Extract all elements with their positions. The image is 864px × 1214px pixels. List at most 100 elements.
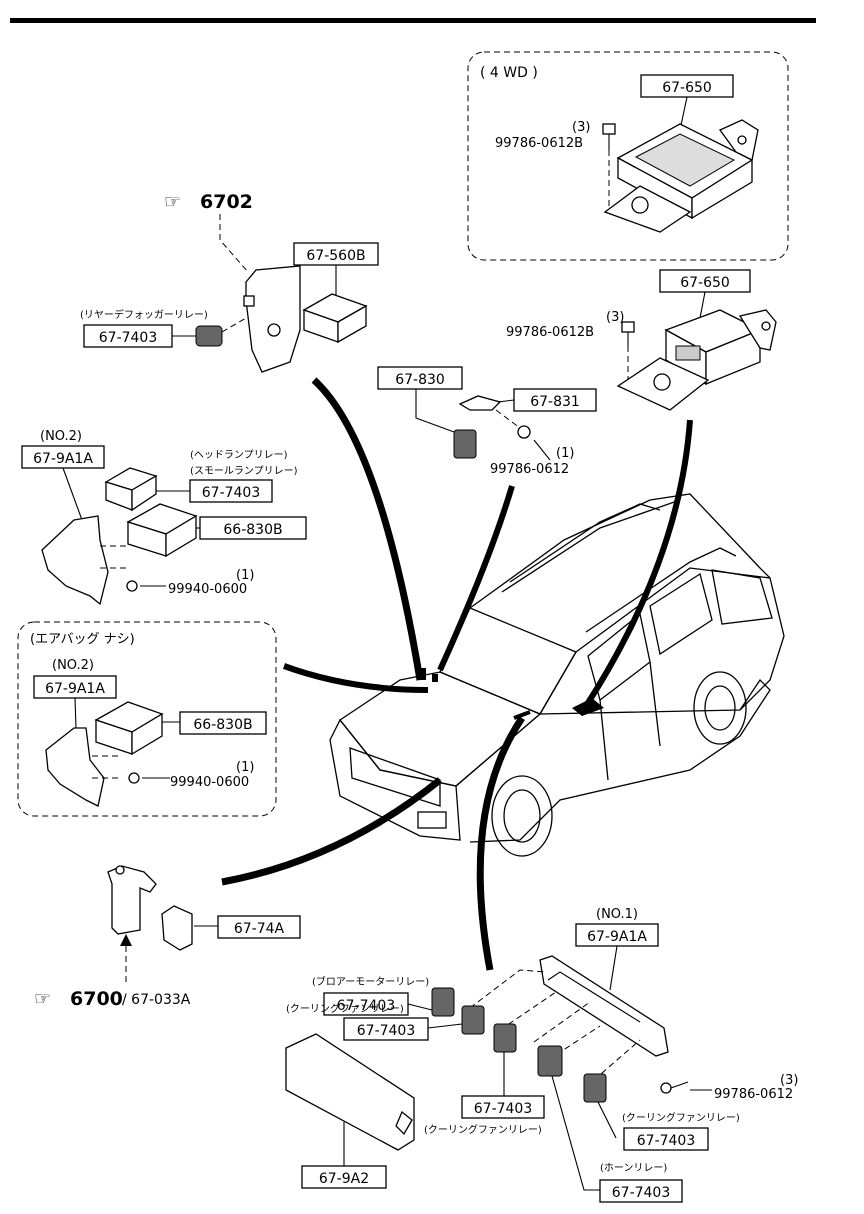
qty-label: (3): [606, 310, 624, 325]
part-66-830B-a-label[interactable]: 66-830B: [223, 522, 282, 538]
ref-6702[interactable]: 6702: [200, 191, 253, 213]
part-67-830-box[interactable]: [377, 366, 463, 390]
qty-label: (1): [236, 760, 254, 775]
group-67-9A2: 67-9A2: [285, 1033, 415, 1189]
leader: [100, 545, 128, 569]
note-headlamp-relay: (ヘッドランプリレー): [190, 449, 288, 461]
part-67-7403-cool-b-label[interactable]: 67-7403: [474, 1101, 533, 1117]
part-67-7403-defog-label[interactable]: 67-7403: [99, 330, 158, 346]
leader: [495, 409, 521, 429]
horn-bracket-icon: [107, 865, 157, 935]
group-67-650-b: 67-650 (3) 99786-0612B: [506, 269, 777, 411]
callout-line: [437, 485, 515, 672]
part-99786-0612-low-label[interactable]: 99786-0612: [714, 1087, 793, 1102]
relay-box-icon: [302, 293, 368, 344]
group-6702: ☞ 6702 67-560B (リヤーデフォッガーリレー) 67-7403: [80, 191, 379, 373]
part-67-74A-box[interactable]: [217, 915, 301, 939]
nut-icon: [126, 580, 138, 592]
qty-label: (3): [780, 1073, 798, 1088]
note-cooling-fan-relay-a: (クーリングファンリレー): [286, 1002, 404, 1015]
part-99940-0600-a-label[interactable]: 99940-0600: [168, 582, 247, 597]
group-no-airbag-frame: [17, 621, 277, 817]
leader: [221, 317, 247, 333]
group-no2-headlamp: (NO.2) 67-9A1A (ヘッドランプリレー) (スモールランプリレー) …: [21, 429, 307, 606]
part-67-9A1A-b-label[interactable]: 67-9A1A: [45, 681, 105, 697]
leader: [415, 389, 455, 433]
ref-pointer-icon: ☞: [34, 988, 51, 1010]
part-67-7403-cool-a-label[interactable]: 67-7403: [357, 1023, 416, 1039]
leader: [407, 1003, 433, 1011]
part-67-7403-cool-b-box[interactable]: [461, 1095, 545, 1119]
leader: [219, 214, 249, 273]
qty-label: (1): [236, 568, 254, 583]
part-67-74A-label[interactable]: 67-74A: [234, 921, 285, 937]
ref-6700[interactable]: 6700: [70, 988, 123, 1010]
bolt-icon: [660, 1081, 689, 1094]
part-67-9A2-label[interactable]: 67-9A2: [319, 1171, 369, 1187]
note-blower-motor-relay: (ブロアーモーターリレー): [312, 975, 429, 988]
note-cooling-fan-relay-b: (クーリングファンリレー): [424, 1123, 542, 1136]
relay-icon: [453, 429, 477, 459]
part-67-7403-cool-a-box[interactable]: [343, 1017, 429, 1041]
part-67-7403-head-label[interactable]: 67-7403: [202, 485, 261, 501]
leader: [497, 399, 515, 403]
callout-line: [583, 419, 693, 708]
part-67-9A1A-c-label[interactable]: 67-9A1A: [587, 929, 647, 945]
qty-label: (1): [556, 446, 574, 461]
group-no-airbag: (エアバッグ ナシ) (NO.2) 67-9A1A 66-830B (1) 99…: [17, 621, 277, 817]
group-6700: 67-74A ☞ 6700 / 67-033A: [34, 865, 301, 1010]
relay-icon: [583, 1073, 607, 1103]
part-67-7403-cool-c-box[interactable]: [623, 1127, 709, 1151]
part-67-830-label[interactable]: 67-830: [395, 372, 445, 388]
relay-icon: [431, 987, 455, 1017]
relay-icon: [537, 1045, 563, 1077]
part-67-7403-horn-label[interactable]: 67-7403: [612, 1185, 671, 1201]
part-67-7403-horn-box[interactable]: [599, 1179, 683, 1203]
relay-box-icon: [126, 503, 198, 558]
part-99786-0612-mid-label[interactable]: 99786-0612: [490, 462, 569, 477]
nut-icon: [128, 772, 140, 784]
part-99940-0600-b-label[interactable]: 99940-0600: [170, 775, 249, 790]
callout-lines: [221, 377, 693, 971]
bracket-icon: [45, 727, 105, 807]
callout-line: [282, 663, 429, 693]
part-67-7403-blower-label[interactable]: 67-7403: [337, 998, 396, 1014]
part-66-830B-b-box[interactable]: [179, 711, 267, 735]
leader: [699, 291, 706, 319]
part-99786-0612B-a-label[interactable]: 99786-0612B: [495, 136, 583, 151]
qty-label: (3): [572, 120, 590, 135]
part-66-830B-b-label[interactable]: 66-830B: [193, 717, 252, 733]
relay-icon: [195, 325, 223, 347]
bracket-icon: [41, 515, 109, 606]
group-67-830: 67-830 67-831 (1) 99786-0612: [377, 366, 597, 477]
relay-box-icon: [94, 701, 164, 756]
no2-label: (NO.2): [52, 658, 94, 673]
bolt-icon: [621, 321, 635, 346]
relay-icon: [104, 467, 158, 512]
control-unit-4wd-icon: [603, 119, 759, 233]
leader: [92, 755, 120, 779]
note-horn-relay: (ホーンリレー): [600, 1162, 667, 1174]
part-67-650-a-label[interactable]: 67-650: [662, 80, 712, 96]
part-67-650-b-label[interactable]: 67-650: [680, 275, 730, 291]
leader: [74, 697, 77, 729]
part-99786-0612B-b-label[interactable]: 99786-0612B: [506, 325, 594, 340]
part-67-9A1A-a-label[interactable]: 67-9A1A: [33, 451, 93, 467]
part-67-9A2-box[interactable]: [301, 1165, 387, 1189]
relay-icon: [493, 1023, 517, 1053]
ref-pointer-icon: ☞: [164, 191, 181, 213]
group-no-airbag-title: (エアバッグ ナシ): [30, 632, 135, 647]
arrow-icon: [120, 934, 132, 946]
no1-label: (NO.1): [596, 907, 638, 922]
ref-6700-suffix[interactable]: / 67-033A: [122, 992, 191, 1008]
note-cooling-fan-relay-c: (クーリングファンリレー): [622, 1111, 740, 1124]
cover-icon: [285, 1033, 415, 1151]
part-67-7403-cool-c-label[interactable]: 67-7403: [637, 1133, 696, 1149]
bolt-icon: [602, 123, 616, 150]
part-67-831-label[interactable]: 67-831: [530, 394, 580, 410]
no2-label: (NO.2): [40, 429, 82, 444]
part-67-560B-label[interactable]: 67-560B: [306, 248, 365, 264]
leader: [427, 1023, 463, 1029]
callout-line: [221, 777, 443, 886]
note-small-lamp-relay: (スモールランプリレー): [190, 465, 298, 477]
